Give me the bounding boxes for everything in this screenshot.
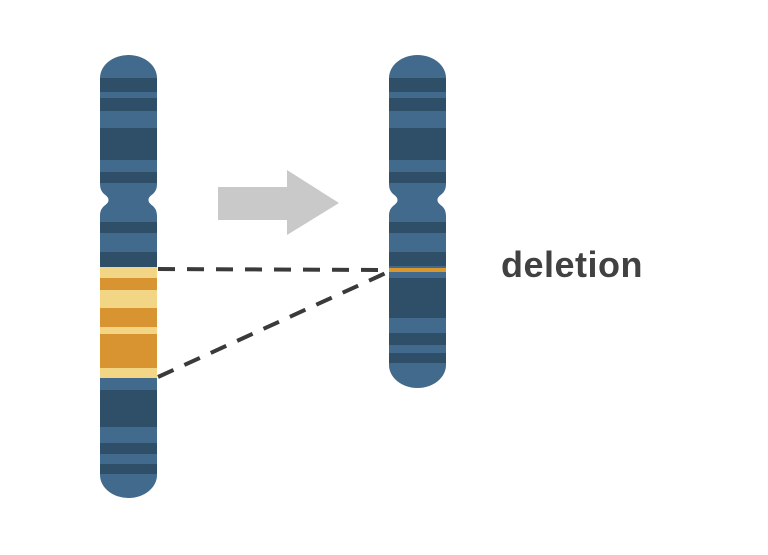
chromosome-band [100,327,157,334]
chromosome-band [389,78,446,92]
chromosome-band [389,172,446,183]
chromosome-band [100,78,157,92]
chromosome-band [389,252,446,266]
chromosome-band [389,128,446,160]
chromosome-band [100,290,157,308]
right-arrow-icon [218,170,339,235]
chromosome-band [100,252,157,267]
chromosome-band [100,464,157,474]
chromosome-band [389,278,446,318]
deletion-label: deletion [501,244,644,285]
chromosome-band [389,268,446,272]
chromosome-band [389,222,446,233]
chromosome-band [100,172,157,183]
chromosome-band [100,98,157,111]
chromosome-band [100,308,157,327]
chromosome-band [100,390,157,427]
chromosome-band [389,333,446,345]
connector-dashed-line [157,270,389,379]
connector-dashed-line [157,267,389,272]
chromosome-band [100,443,157,454]
chromosome-after-deletion [389,55,446,388]
chromosome-band [389,98,446,111]
chromosome-original [100,55,157,498]
chromosome-band [100,222,157,233]
chromosome-band [100,128,157,160]
chromosome-band [100,267,157,278]
chromosome-band [389,353,446,363]
chromosome-band [100,334,157,368]
chromosome-band [100,368,157,378]
chromosome-band [100,278,157,290]
